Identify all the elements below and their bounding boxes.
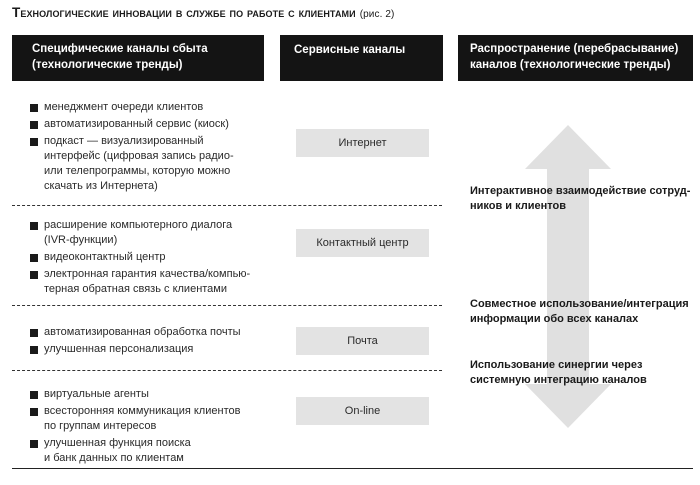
bottom-rule — [12, 468, 693, 469]
header-service-channels: Сервисные каналы — [280, 35, 443, 81]
bullet-square-icon — [30, 407, 38, 416]
item-line: скачать из Интернета) — [44, 180, 158, 192]
item-line: всесторонняя коммуникация клиентов — [44, 405, 241, 417]
header-col3-line2: каналов (технологические тренды) — [470, 59, 671, 71]
item-line: автоматизированный сервис (киоск) — [44, 118, 229, 130]
item-line: менеджмент очереди клиентов — [44, 101, 204, 113]
right-text-line: Интерактивное взаимодействие сотруд- — [470, 185, 691, 197]
title-text: Технологические инновации в службе по ра… — [12, 5, 356, 20]
list-item: автоматизированная обработка почты — [30, 325, 275, 340]
bullet-square-icon — [30, 137, 38, 146]
bullet-square-icon — [30, 270, 38, 279]
list-item: улучшенная персонализация — [30, 342, 275, 357]
header-col1-line2: (технологические тренды) — [32, 59, 183, 71]
header-specific-channels: Специфические каналы сбыта (технологичес… — [12, 35, 264, 81]
header-col2: Сервисные каналы — [294, 44, 406, 56]
item-line: улучшенная персонализация — [44, 343, 194, 355]
item-line: и банк данных по клиентам — [44, 452, 184, 464]
service-box-online: On-line — [296, 397, 429, 425]
right-text-line: ников и клиентов — [470, 200, 566, 212]
bullet-square-icon — [30, 221, 38, 230]
right-text-line: информации обо всех каналах — [470, 313, 639, 325]
header-col3-line1: Распространение (перебрасывание) — [470, 43, 679, 55]
item-line: видеоконтактный центр — [44, 251, 166, 263]
double-arrow-icon — [525, 125, 611, 428]
list-item: менеджмент очереди клиентов — [30, 100, 275, 115]
service-box-contact-center: Контактный центр — [296, 229, 429, 257]
list-item: автоматизированный сервис (киоск) — [30, 117, 275, 132]
right-text-synergy: Использование синергии через системную и… — [470, 358, 695, 388]
list-item: всесторонняя коммуникация клиентов по гр… — [30, 404, 275, 434]
header-channel-distribution: Распространение (перебрасывание) каналов… — [458, 35, 693, 81]
bullet-square-icon — [30, 345, 38, 354]
item-line: (IVR-функции) — [44, 234, 118, 246]
divider — [12, 305, 442, 306]
right-text-line: Совместное использование/интеграция — [470, 298, 689, 310]
item-line: автоматизированная обработка почты — [44, 326, 241, 338]
group-contact-center-items: расширение компьютерного диалога (IVR-фу… — [30, 218, 275, 299]
figure-ref: (рис. 2) — [359, 9, 395, 20]
bullet-square-icon — [30, 439, 38, 448]
figure-title: Технологические инновации в службе по ра… — [12, 5, 394, 20]
header-col1-line1: Специфические каналы сбыта — [32, 43, 208, 55]
list-item: электронная гарантия качества/компью- те… — [30, 267, 275, 297]
right-text-line: системную интеграцию каналов — [470, 374, 647, 386]
list-item: подкаст — визуализированный интерфейс (ц… — [30, 134, 275, 194]
divider — [12, 370, 442, 371]
item-line: электронная гарантия качества/компью- — [44, 268, 251, 280]
item-line: улучшенная функция поиска — [44, 437, 191, 449]
item-line: интерфейс (цифровая запись радио- — [44, 150, 234, 162]
group-mail-items: автоматизированная обработка почты улучш… — [30, 325, 275, 359]
list-item: расширение компьютерного диалога (IVR-фу… — [30, 218, 275, 248]
list-item: улучшенная функция поиска и банк данных … — [30, 436, 275, 466]
group-internet-items: менеджмент очереди клиентов автоматизиро… — [30, 100, 275, 196]
list-item: виртуальные агенты — [30, 387, 275, 402]
list-item: видеоконтактный центр — [30, 250, 275, 265]
bullet-square-icon — [30, 120, 38, 129]
bullet-square-icon — [30, 253, 38, 262]
right-text-integration: Совместное использование/интеграция инфо… — [470, 297, 695, 327]
item-line: по группам интересов — [44, 420, 157, 432]
bullet-square-icon — [30, 390, 38, 399]
item-line: подкаст — визуализированный — [44, 135, 204, 147]
bullet-square-icon — [30, 328, 38, 337]
bullet-square-icon — [30, 103, 38, 112]
item-line: виртуальные агенты — [44, 388, 149, 400]
item-line: терная обратная связь с клиентами — [44, 283, 228, 295]
group-online-items: виртуальные агенты всесторонняя коммуник… — [30, 387, 275, 468]
item-line: или телепрограммы, которую можно — [44, 165, 231, 177]
service-box-internet: Интернет — [296, 129, 429, 157]
right-text-line: Использование синергии через — [470, 359, 643, 371]
divider — [12, 205, 442, 206]
service-box-mail: Почта — [296, 327, 429, 355]
right-text-interaction: Интерактивное взаимодействие сотруд- ник… — [470, 184, 695, 214]
item-line: расширение компьютерного диалога — [44, 219, 233, 231]
